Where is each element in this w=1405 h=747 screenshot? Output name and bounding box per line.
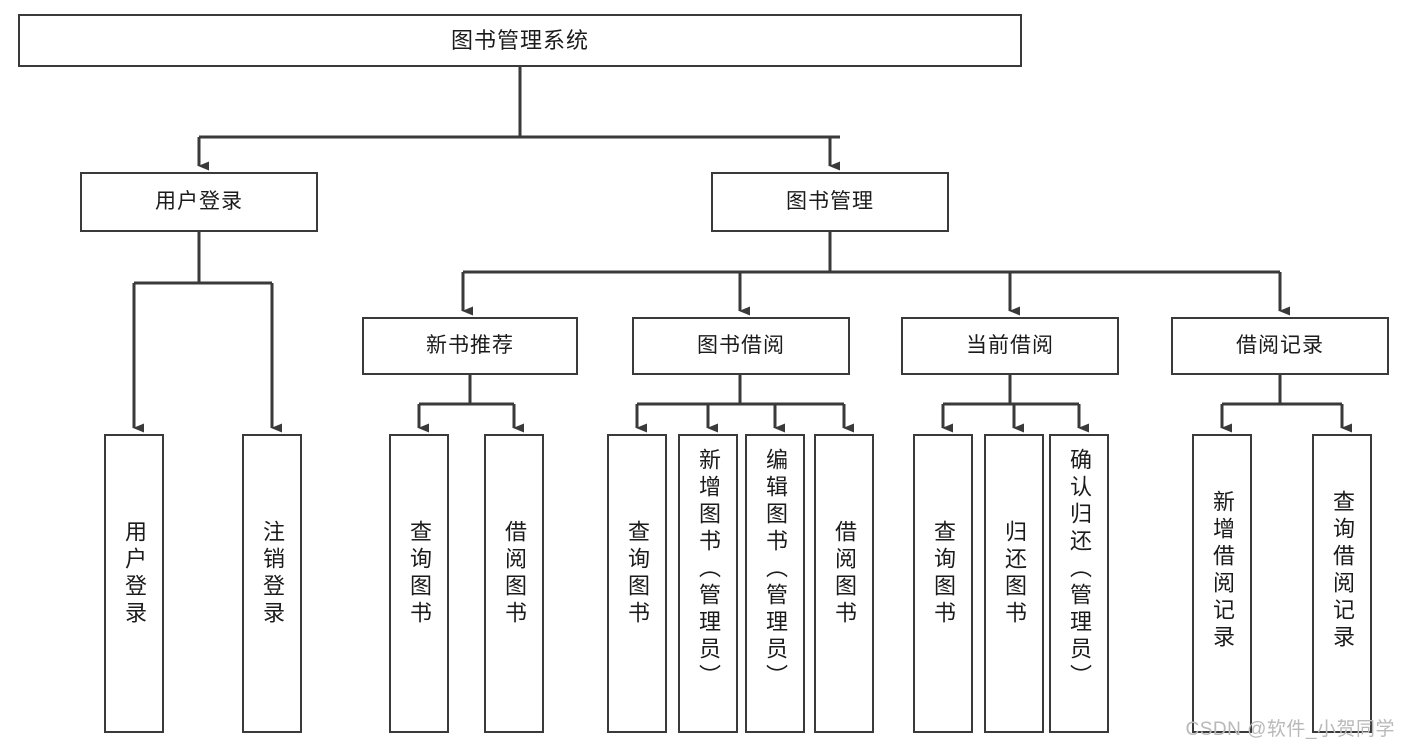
node-book-borrow[interactable]: 图书借阅: [632, 317, 850, 375]
node-book-manage[interactable]: 图书管理: [711, 172, 949, 232]
node-label: 用户登录: [155, 189, 243, 213]
node-leaf-user-login[interactable]: 用户登录: [104, 434, 164, 733]
node-label: 新增借阅记录: [1210, 490, 1235, 652]
node-label: 借阅图书: [832, 520, 857, 628]
node-leaf-borrow-book-1[interactable]: 借阅图书: [484, 434, 544, 733]
node-label: 借阅记录: [1236, 333, 1324, 357]
node-root-system[interactable]: 图书管理系统: [18, 14, 1022, 67]
node-leaf-logout-login[interactable]: 注销登录: [242, 434, 302, 733]
node-label: 图书管理: [786, 189, 874, 213]
node-leaf-edit-book-admin[interactable]: 编辑图书（管理员）: [745, 434, 805, 733]
node-label: 查询借阅记录: [1330, 490, 1355, 652]
node-leaf-add-borrow-record[interactable]: 新增借阅记录: [1192, 434, 1252, 733]
node-new-book-recommend[interactable]: 新书推荐: [362, 317, 578, 375]
node-label: 新书推荐: [426, 333, 514, 357]
node-current-borrow[interactable]: 当前借阅: [901, 317, 1119, 375]
node-borrow-record[interactable]: 借阅记录: [1171, 317, 1389, 375]
node-label: 图书借阅: [697, 333, 785, 357]
node-leaf-confirm-return-admin[interactable]: 确认归还（管理员）: [1049, 434, 1109, 733]
node-label: 编辑图书（管理员）: [763, 448, 788, 691]
node-leaf-query-book-3[interactable]: 查询图书: [913, 434, 973, 733]
watermark-text: CSDN @软件_小贺同学: [1185, 719, 1395, 740]
node-user-login[interactable]: 用户登录: [80, 172, 318, 232]
node-label: 确认归还（管理员）: [1067, 448, 1092, 691]
node-leaf-query-borrow-record[interactable]: 查询借阅记录: [1312, 434, 1372, 733]
node-label: 当前借阅: [966, 333, 1054, 357]
node-label: 查询图书: [625, 520, 650, 628]
node-label: 归还图书: [1002, 520, 1027, 628]
node-leaf-query-book-2[interactable]: 查询图书: [607, 434, 667, 733]
node-label: 借阅图书: [502, 520, 527, 628]
node-leaf-add-book-admin[interactable]: 新增图书（管理员）: [678, 434, 738, 733]
node-label: 新增图书（管理员）: [696, 448, 721, 691]
node-leaf-borrow-book-2[interactable]: 借阅图书: [814, 434, 874, 733]
node-leaf-return-book[interactable]: 归还图书: [984, 434, 1044, 733]
node-label: 查询图书: [931, 520, 956, 628]
node-label: 注销登录: [260, 520, 285, 628]
node-label: 查询图书: [407, 520, 432, 628]
node-label: 用户登录: [122, 520, 147, 628]
node-label: 图书管理系统: [450, 27, 589, 53]
node-leaf-query-book-1[interactable]: 查询图书: [389, 434, 449, 733]
